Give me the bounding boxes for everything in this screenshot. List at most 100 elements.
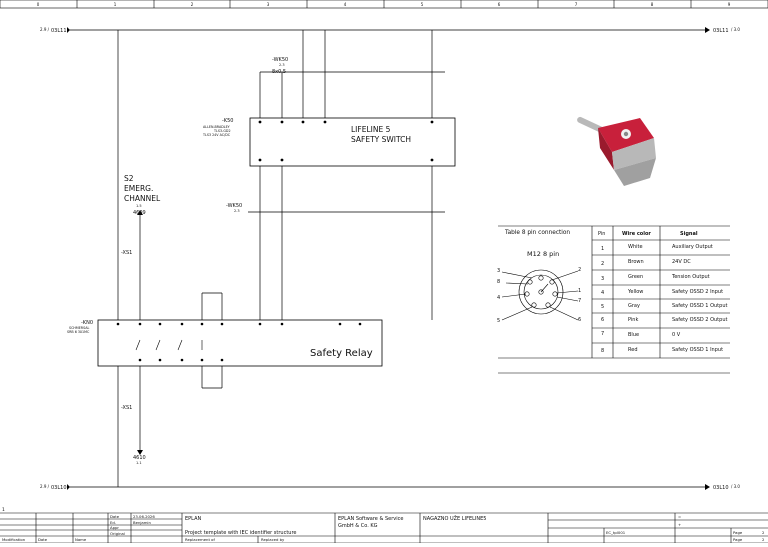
signal-cell: Safety OSSD 2 Input [672, 289, 723, 295]
color-cell: Blue [628, 332, 639, 338]
power-rails [70, 29, 705, 488]
signal-cell: 0 V [672, 332, 681, 338]
relay-contacts [135, 339, 203, 351]
lifeline-switch-image [577, 116, 656, 186]
project-description: Project template with IEC identifier str… [185, 530, 297, 536]
page-label: Page [733, 537, 743, 542]
pin-cell: 4 [601, 290, 604, 296]
signal-cell: 24V DC [672, 259, 691, 265]
rail-label: 03L10 [51, 485, 67, 491]
pin-table-header: Wire color [622, 231, 651, 237]
pin-cell: 6 [601, 317, 604, 323]
approval-label: Appr [110, 525, 119, 530]
signal-cell: Auxiliary Output [672, 244, 713, 250]
cable-tag: -WK50 [272, 57, 288, 63]
connector-pin-label: 7 [578, 298, 581, 304]
pin-table-header: Signal [680, 231, 698, 237]
signal-cell: Safety OSSD 2 Output [672, 317, 727, 323]
function-equals: = [678, 514, 681, 519]
rail-arrow-icon [67, 27, 70, 33]
pin-cell: 2 [601, 261, 604, 267]
m12-connector-icon [501, 269, 579, 321]
signal-cell: Safety OSSD 1 Input [672, 347, 723, 353]
connector-pin-label: 8 [497, 279, 500, 285]
relay-title: Safety Relay [310, 348, 373, 359]
modification-label: Modification [2, 537, 26, 542]
editor-value: Benjamin [133, 520, 151, 525]
emergency-wire: 4609 [133, 210, 146, 216]
document-code: EC_tpl001 [606, 530, 626, 535]
connector-pin-label: 1 [578, 288, 581, 294]
color-cell: Yellow [627, 289, 643, 295]
rail-label: 03L10 [713, 485, 729, 491]
signal-cell: Safety OSSD 1 Output [672, 303, 727, 309]
product-name: EPLAN [185, 516, 201, 522]
connector-pin-label: 6 [578, 317, 581, 323]
color-cell: Brown [628, 259, 644, 265]
revision-mark: 1 [2, 507, 5, 513]
arrow-up-icon [137, 210, 143, 215]
switch-maker: TLS3-GD2 [213, 129, 231, 133]
pin-cell: 3 [601, 276, 604, 282]
relay-maker: SRB 6 301MC [67, 330, 90, 334]
editor-label: Ed. [110, 520, 116, 525]
rail-arrow-icon [705, 484, 710, 490]
ruler-label: 0 [37, 2, 40, 7]
connector-tag: -XS1 [121, 250, 132, 256]
ruler-label: 3 [267, 2, 270, 7]
pin-cell: 1 [601, 246, 604, 252]
ruler-label: 4 [344, 2, 347, 7]
wiring [117, 30, 445, 487]
emergency-line2: EMERG. [124, 184, 153, 193]
emergency-line1: S2 [124, 174, 134, 183]
name-label: Name [75, 537, 87, 542]
signal-cell: Tension Output [671, 274, 710, 280]
relay-terminals [116, 322, 362, 362]
location-plus: + [678, 522, 681, 527]
replaced-label: Replaced by [261, 537, 285, 542]
arrow-down-icon [137, 450, 143, 455]
date-value: 23.06.2026 [133, 514, 155, 519]
color-cell: White [628, 244, 643, 250]
ruler-label: 6 [498, 2, 501, 7]
cable-ref: 2.3 [279, 63, 285, 67]
ruler-label: 1 [114, 2, 117, 7]
pin-cell: 7 [601, 331, 604, 337]
original-label: Original [110, 531, 125, 536]
emergency-ref: 1.5 [136, 204, 142, 208]
switch-maker: TLS3 24V AC/DC [202, 133, 231, 137]
color-cell: Pink [628, 317, 638, 323]
ruler-label: 7 [575, 2, 578, 7]
pin-table-rows: 1 White Auxiliary Output 2 Brown 24V DC … [601, 244, 727, 354]
replacement-label: Replacement of [185, 537, 215, 542]
page-count: 2 [762, 537, 765, 542]
rail-ref: / 3.0 [731, 27, 740, 32]
connector-label: M12 8 pin [527, 250, 559, 258]
rail-label: 03L11 [51, 28, 67, 34]
switch-tag: -K50 [222, 118, 233, 124]
safety-relay-box [97, 319, 383, 367]
ruler-label: 9 [728, 2, 731, 7]
wire-ref: 1.1 [136, 461, 142, 465]
connector-pin-label: 2 [578, 267, 581, 273]
page-number: 2 [762, 530, 765, 535]
ruler-label: 8 [651, 2, 654, 7]
switch-subtitle: SAFETY SWITCH [351, 135, 411, 144]
relay-maker: SCHMERSAL [69, 326, 90, 330]
switch-maker: ALLEN-BRADLEY [203, 125, 231, 129]
rail-label: 03L11 [713, 28, 729, 34]
company-name: EPLAN Software & Service [338, 516, 403, 522]
emergency-line3: CHANNEL [124, 194, 161, 203]
rail-arrow-icon [705, 27, 710, 33]
rail-ref: 2.9 / [40, 484, 50, 489]
ruler-label: 5 [421, 2, 424, 7]
pin-cell: 8 [601, 348, 604, 354]
switch-title: LIFELINE 5 [351, 125, 391, 134]
pin-table-title: Table 8 pin connection [504, 230, 570, 236]
cable-spec: 8x0,5 [272, 69, 286, 75]
page-label: Page [733, 530, 743, 535]
rail-ref: 2.9 / [40, 27, 50, 32]
rail-ref: / 3.0 [731, 484, 740, 489]
